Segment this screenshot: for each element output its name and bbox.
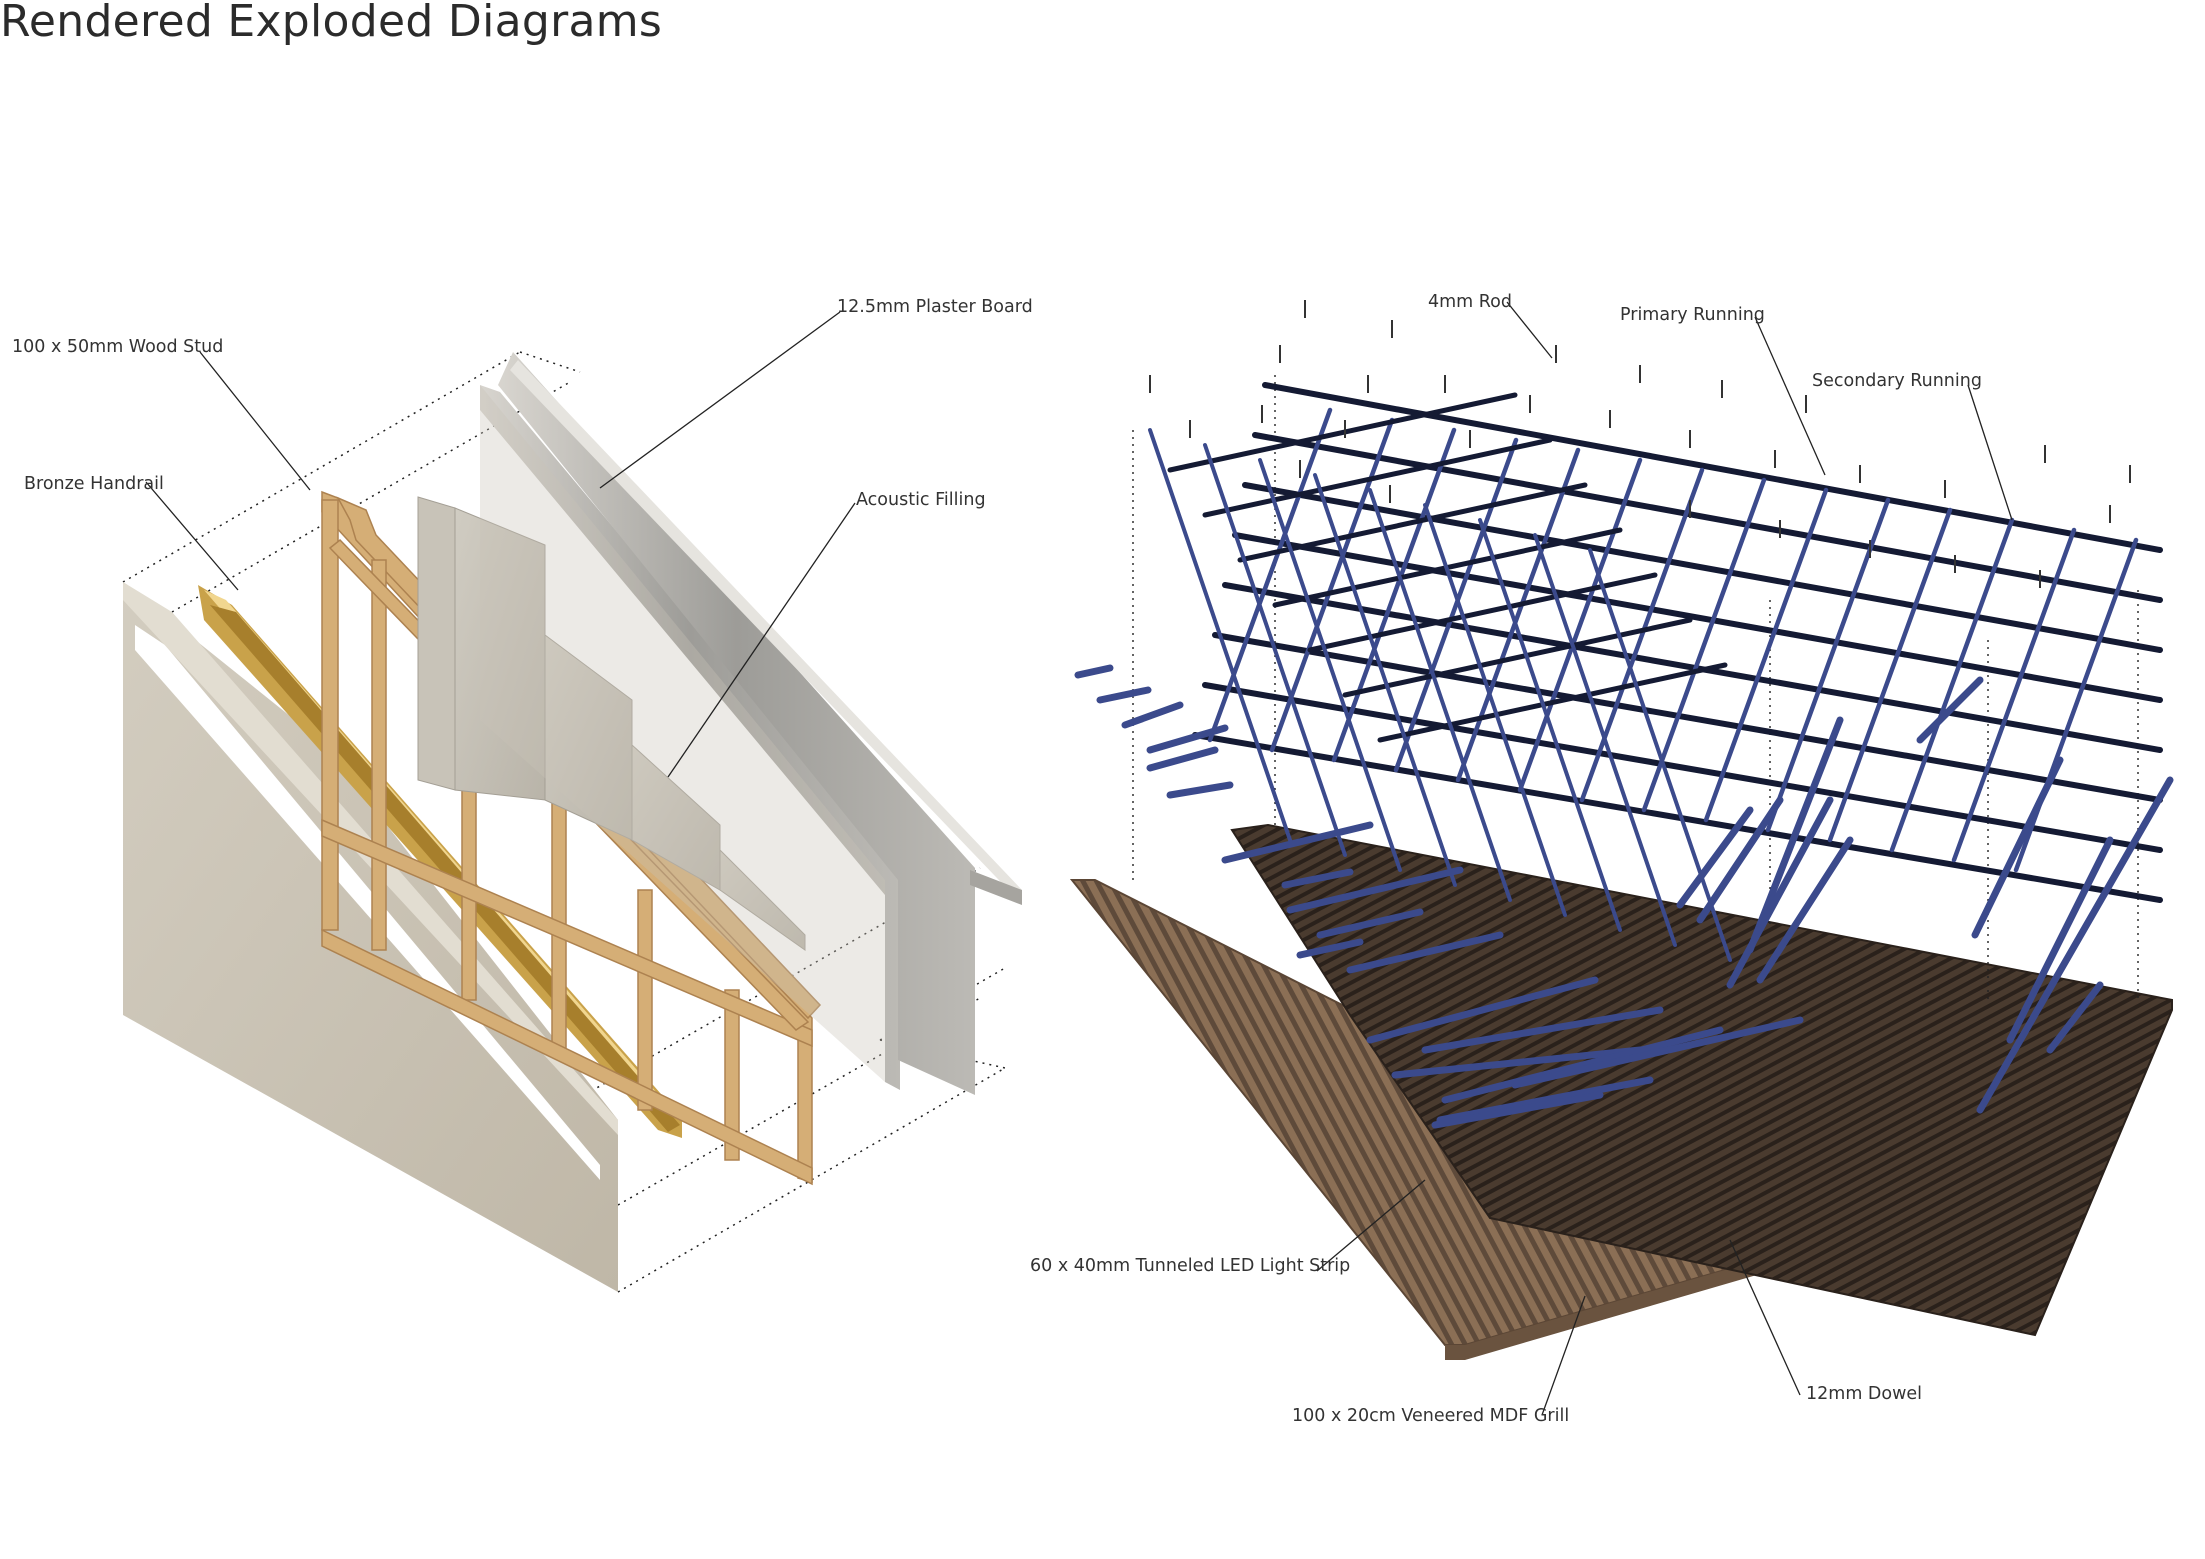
loose-dowels bbox=[1074, 664, 2174, 1129]
dowel bbox=[1696, 796, 1784, 924]
dowel bbox=[1436, 1076, 1654, 1124]
secondary-runner bbox=[1368, 488, 1512, 902]
plaster-board bbox=[480, 352, 1022, 1095]
dowel bbox=[1281, 868, 1354, 889]
wall-diagram bbox=[122, 351, 1022, 1293]
primary-runner bbox=[1202, 682, 2163, 853]
acoustic-filling bbox=[417, 496, 806, 951]
hanging-rods bbox=[1149, 300, 2131, 588]
secondary-runner bbox=[1889, 517, 2015, 853]
label-acoustic-filling: Acoustic Filling bbox=[856, 490, 986, 510]
dowel bbox=[1296, 938, 1364, 959]
dowel bbox=[1916, 676, 1984, 744]
dowel bbox=[1146, 746, 1219, 772]
primary-runner bbox=[1192, 732, 2163, 903]
dowel bbox=[1976, 776, 2174, 1114]
dowel bbox=[1286, 866, 1464, 914]
label-rod: 4mm Rod bbox=[1428, 292, 1512, 312]
dowel bbox=[1431, 1091, 1604, 1129]
secondary-runner bbox=[1258, 458, 1402, 872]
dowel bbox=[1121, 701, 1184, 729]
secondary-runner bbox=[1203, 443, 1347, 857]
primary-runner bbox=[1237, 482, 1588, 563]
dowel bbox=[1146, 724, 1229, 754]
dowel bbox=[1756, 836, 1854, 984]
front-plaster-panel bbox=[123, 582, 618, 1292]
secondary-runner bbox=[1703, 487, 1829, 823]
ceiling-grid bbox=[1148, 382, 2163, 962]
leader-lines bbox=[145, 301, 2013, 1416]
label-bronze-handrail: Bronze Handrail bbox=[24, 474, 164, 494]
primary-runner bbox=[1342, 617, 1693, 698]
primary-runner bbox=[1202, 437, 1553, 518]
secondary-runner bbox=[1313, 473, 1457, 887]
label-wood-stud: 100 x 50mm Wood Stud bbox=[12, 337, 224, 357]
secondary-runner bbox=[1579, 467, 1705, 803]
secondary-runner bbox=[1148, 428, 1292, 842]
secondary-runner bbox=[1517, 457, 1643, 793]
primary-runner bbox=[1307, 572, 1658, 653]
secondary-runner bbox=[1455, 447, 1581, 783]
primary-runner bbox=[1377, 662, 1728, 743]
label-plaster-board: 12.5mm Plaster Board bbox=[837, 297, 1033, 317]
dowel bbox=[1511, 1016, 1804, 1089]
secondary-runner bbox=[1393, 437, 1519, 773]
dowel bbox=[1676, 806, 1754, 909]
secondary-runner bbox=[1765, 497, 1891, 833]
dowel bbox=[1441, 1026, 1724, 1104]
dowel bbox=[1221, 821, 1374, 864]
label-primary-running: Primary Running bbox=[1620, 305, 1765, 325]
dowel bbox=[1746, 716, 1844, 954]
label-led-strip: 60 x 40mm Tunneled LED Light Strip bbox=[1030, 1256, 1351, 1276]
secondary-runner bbox=[1827, 507, 1953, 843]
secondary-runner bbox=[1331, 427, 1457, 763]
dowel bbox=[1074, 664, 1114, 679]
secondary-runner bbox=[1641, 477, 1767, 813]
dowel bbox=[1391, 1046, 1644, 1079]
secondary-runner bbox=[1207, 407, 1333, 743]
page-title: Rendered Exploded Diagrams bbox=[0, 0, 663, 47]
secondary-runner bbox=[1423, 503, 1567, 917]
dowel bbox=[1421, 1006, 1664, 1054]
dowel bbox=[1366, 976, 1599, 1044]
dowel bbox=[1726, 796, 1834, 989]
primary-runner bbox=[1252, 432, 2163, 603]
primary-runner bbox=[1212, 632, 2163, 803]
dowel bbox=[2006, 836, 2114, 1044]
dowel bbox=[1971, 756, 2064, 939]
dowel bbox=[1166, 781, 1234, 799]
label-secondary-running: Secondary Running bbox=[1812, 371, 1982, 391]
dowel bbox=[1346, 931, 1504, 974]
primary-runner bbox=[1242, 482, 2163, 653]
ceiling-diagram bbox=[1069, 300, 2174, 1360]
dowel bbox=[1316, 908, 1424, 939]
secondary-runner bbox=[1588, 548, 1732, 962]
secondary-runner bbox=[1533, 533, 1677, 947]
label-mdf-grill: 100 x 20cm Veneered MDF Grill bbox=[1292, 1406, 1570, 1426]
dowel bbox=[2046, 981, 2104, 1054]
primary-runner bbox=[1232, 532, 2163, 703]
label-dowel: 12mm Dowel bbox=[1806, 1384, 1923, 1404]
secondary-runner bbox=[1951, 527, 2077, 863]
dowel-field bbox=[1230, 823, 2173, 1337]
primary-runner bbox=[1167, 392, 1518, 473]
dowel bbox=[1096, 686, 1152, 704]
secondary-runner bbox=[1478, 518, 1622, 932]
